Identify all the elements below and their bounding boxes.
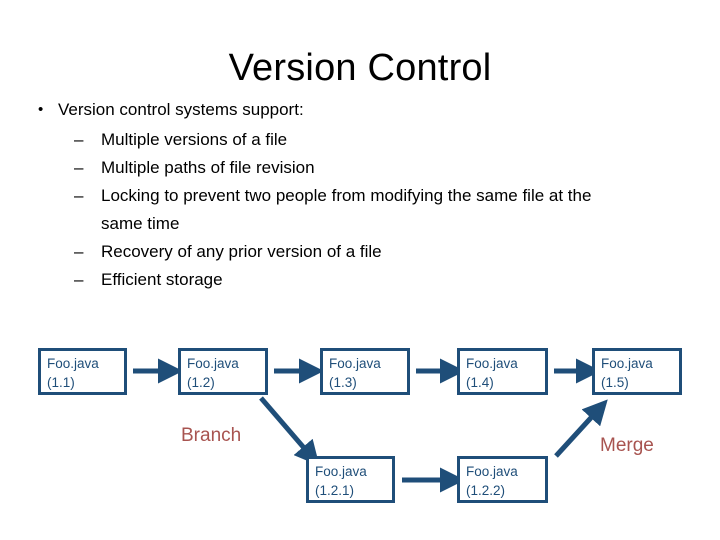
version-box-revision: (1.5) — [601, 375, 629, 390]
dash-icon: – — [74, 186, 84, 205]
dash-icon: – — [74, 158, 84, 177]
merge-label: Merge — [600, 435, 654, 456]
version-box-foo-1-2-2[interactable]: Foo.java (1.2.2) — [457, 456, 548, 503]
version-box-revision: (1.1) — [47, 375, 75, 390]
version-box-filename: Foo.java — [47, 356, 99, 371]
bullet-item-multiple-versions: – Multiple versions of a file — [70, 126, 688, 154]
bullet-text-wrap: same time — [101, 214, 180, 233]
version-box-revision: (1.4) — [466, 375, 494, 390]
version-box-revision: (1.3) — [329, 375, 357, 390]
arrow-merge — [554, 399, 608, 458]
version-box-revision: (1.2) — [187, 375, 215, 390]
dash-icon: – — [74, 270, 84, 289]
bullet-item-multiple-paths: – Multiple paths of file revision — [70, 154, 688, 182]
version-box-revision: (1.2.2) — [466, 483, 506, 498]
version-box-foo-1-5[interactable]: Foo.java (1.5) — [592, 348, 682, 395]
dash-icon: – — [74, 242, 84, 261]
bullet-item-efficient-storage: – Efficient storage — [70, 266, 688, 294]
bullet-item-recovery: – Recovery of any prior version of a fil… — [70, 238, 688, 266]
bullet-text: Locking to prevent two people from modif… — [101, 186, 592, 205]
dash-icon: – — [74, 130, 84, 149]
bullet-sublist: – Multiple versions of a file – Multiple… — [32, 126, 688, 294]
branch-label: Branch — [181, 425, 242, 446]
version-box-filename: Foo.java — [466, 464, 518, 479]
arrow-branch — [259, 396, 320, 466]
bullet-level1-text: Version control systems support: — [58, 100, 304, 119]
version-box-foo-1-3[interactable]: Foo.java (1.3) — [320, 348, 410, 395]
bullet-item-locking: – Locking to prevent two people from mod… — [70, 182, 688, 238]
version-box-revision: (1.2.1) — [315, 483, 355, 498]
bullet-text: Efficient storage — [101, 270, 223, 289]
version-box-foo-1-2-1[interactable]: Foo.java (1.2.1) — [306, 456, 395, 503]
bullet-text: Recovery of any prior version of a file — [101, 242, 382, 261]
diagram-arrows — [133, 358, 608, 493]
version-box-foo-1-2[interactable]: Foo.java (1.2) — [178, 348, 268, 395]
bullet-text: Multiple versions of a file — [101, 130, 288, 149]
page-title: Version Control — [228, 47, 492, 89]
version-box-filename: Foo.java — [329, 356, 381, 371]
version-box-filename: Foo.java — [466, 356, 518, 371]
version-history-diagram: Foo.java (1.1) Foo.java (1.2) Foo.java (… — [0, 330, 720, 540]
bullet-dot-icon: • — [38, 101, 44, 118]
version-box-filename: Foo.java — [187, 356, 239, 371]
version-box-foo-1-4[interactable]: Foo.java (1.4) — [457, 348, 548, 395]
bullet-level1: • Version control systems support: — [32, 96, 688, 124]
version-box-foo-1-1[interactable]: Foo.java (1.1) — [38, 348, 127, 395]
version-box-filename: Foo.java — [601, 356, 653, 371]
bullet-text: Multiple paths of file revision — [101, 158, 315, 177]
version-box-filename: Foo.java — [315, 464, 367, 479]
bullet-list: • Version control systems support: – Mul… — [32, 96, 688, 294]
